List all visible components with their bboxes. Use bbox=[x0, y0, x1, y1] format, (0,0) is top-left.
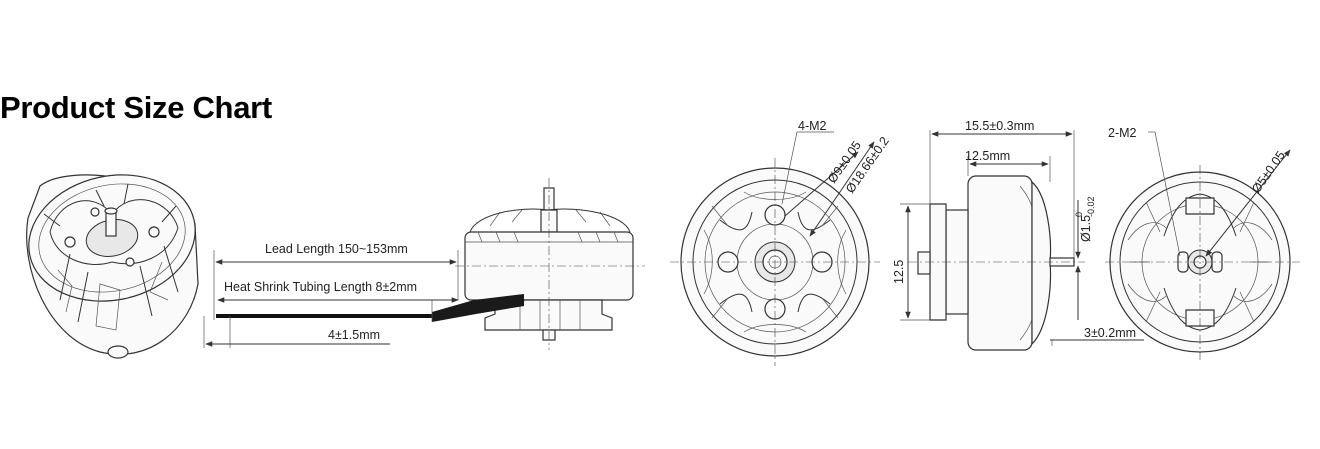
body-length-label: 12.5mm bbox=[965, 149, 1010, 163]
motor-top-view bbox=[670, 131, 880, 366]
dia-bottom-label: Ø5±0.05 bbox=[1249, 148, 1288, 195]
heat-shrink-label: Heat Shrink Tubing Length 8±2mm bbox=[224, 280, 417, 294]
shaft-dia-sub: -0.02 bbox=[1086, 196, 1096, 217]
strip-length-label: 4±1.5mm bbox=[328, 328, 380, 342]
shaft-dia-main: Ø1.5 bbox=[1079, 215, 1093, 242]
shaft-diameter-label: Ø1.5 0 -0.02 bbox=[1074, 196, 1096, 242]
motor-side-profile-view bbox=[900, 130, 1144, 351]
lead-length-label: Lead Length 150~153mm bbox=[265, 242, 408, 256]
page-title: Product Size Chart bbox=[0, 90, 272, 125]
top-holes-label: 4-M2 bbox=[798, 119, 827, 133]
motor-side-view-with-lead bbox=[203, 178, 645, 350]
overall-length-label: 15.5±0.3mm bbox=[965, 119, 1034, 133]
height-label: 12.5 bbox=[892, 260, 906, 284]
motor-bottom-view bbox=[1105, 131, 1300, 360]
shaft-dia-sup: 0 bbox=[1074, 212, 1084, 217]
shaft-length-label: 3±0.2mm bbox=[1084, 326, 1136, 340]
bottom-holes-label: 2-M2 bbox=[1108, 126, 1137, 140]
motor-isometric-view bbox=[26, 174, 199, 359]
